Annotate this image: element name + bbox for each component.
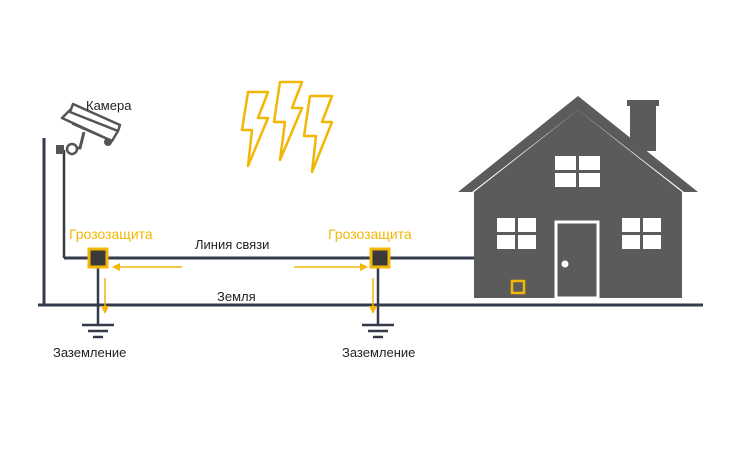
house-roof [458,96,698,192]
grounding-label-left: Заземление [53,345,126,360]
ground-symbol-icon [82,323,114,339]
house-window-right [622,218,661,249]
house-body [474,110,682,298]
ground-line-label: Земля [217,289,256,304]
protection-label-left: Грозозащита [69,226,153,242]
camera-label: Камера [86,98,132,113]
house-window-attic [555,156,600,187]
protection-label-right: Грозозащита [328,226,412,242]
grounding-label-right: Заземление [342,345,415,360]
house-door-knob [561,260,569,268]
house-icon [458,96,698,300]
surge-direction-arrows [112,263,368,271]
surge-protector-house [510,279,526,295]
cctv-camera-icon [56,102,122,156]
communication-line-label: Линия связи [195,237,269,252]
surge-protector-right [369,247,391,269]
surge-protector-left [87,247,109,269]
lightning-bolt-icon [240,80,334,174]
grounding-arrow-right [369,278,377,314]
house-window-left [497,218,536,249]
house-door [554,220,600,300]
ground-symbol-icon [362,323,394,339]
grounding-arrow-left [101,278,109,314]
